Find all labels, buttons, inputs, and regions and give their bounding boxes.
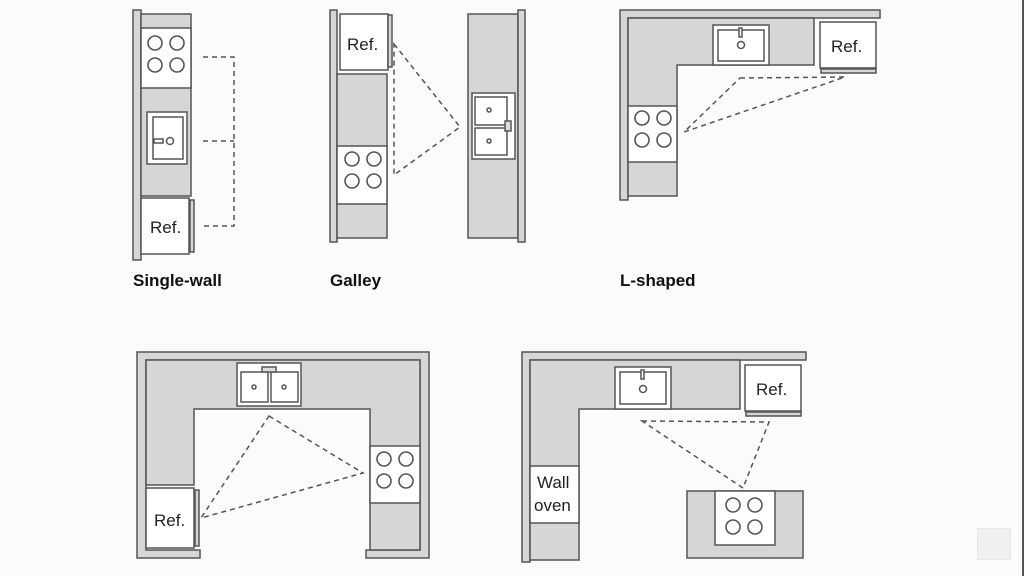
fridge-door [387, 14, 393, 68]
oven-label: oven [534, 496, 571, 515]
refrigerator [339, 13, 389, 71]
wall-label: Wall [537, 473, 569, 492]
cooktop [140, 27, 192, 89]
refrigerator [145, 487, 195, 549]
ref-label: Ref. [347, 35, 378, 54]
u-shaped-plan: Ref. [136, 351, 430, 559]
drain-icon [165, 136, 175, 146]
wall-left [329, 9, 338, 243]
refrigerator [819, 21, 877, 69]
l-island-plan: Ref. Wall oven [521, 351, 807, 563]
faucet-icon [261, 366, 277, 373]
drain-icon [736, 40, 746, 50]
faucet-icon [738, 27, 743, 38]
refrigerator [140, 197, 190, 255]
l-shaped-plan: Ref. [619, 9, 881, 201]
ref-label: Ref. [150, 218, 181, 237]
cooktop [369, 445, 421, 504]
work-triangle [639, 420, 771, 490]
work-triangle [203, 56, 235, 227]
fridge-door [189, 199, 195, 253]
wall-right [517, 9, 526, 243]
faucet-icon [640, 369, 645, 380]
fridge-door [194, 489, 200, 547]
fridge-door [745, 411, 802, 417]
ref-label: Ref. [756, 380, 787, 399]
drain-icon [638, 384, 648, 394]
ref-label: Ref. [831, 37, 862, 56]
wall-oven [529, 465, 580, 524]
island-cooktop [714, 490, 776, 546]
caption-galley: Galley [330, 271, 382, 290]
work-triangle [683, 76, 846, 133]
galley-plan: Ref. [329, 9, 526, 243]
sink-basin-1 [474, 96, 508, 126]
frame-edge [1022, 0, 1024, 576]
refrigerator [744, 364, 802, 412]
single-wall-plan: Ref. [132, 9, 235, 261]
work-triangle [199, 414, 365, 520]
wall [132, 9, 142, 261]
counter [145, 359, 421, 551]
faucet-icon [153, 138, 164, 144]
caption-single-wall: Single-wall [133, 271, 222, 290]
watermark-logo: ~ [977, 528, 1011, 560]
sink-basin-2 [474, 127, 508, 156]
caption-l-shaped: L-shaped [620, 271, 696, 290]
ref-label: Ref. [154, 511, 185, 530]
fridge-door [820, 68, 877, 74]
work-triangle [393, 41, 462, 177]
faucet-icon [504, 120, 512, 132]
